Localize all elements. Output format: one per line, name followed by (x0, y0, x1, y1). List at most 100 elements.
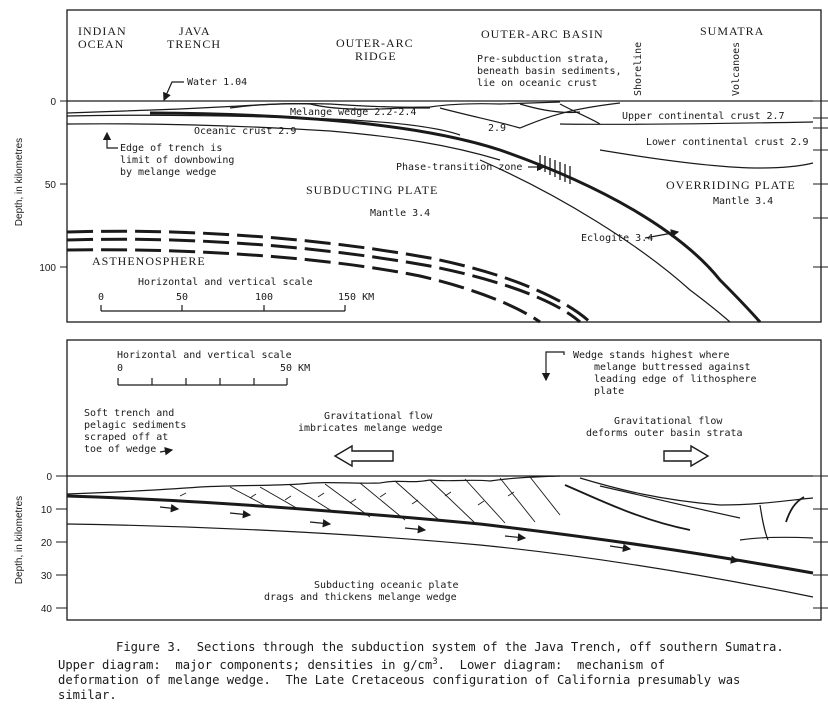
basin-fault (785, 496, 805, 523)
grav-right-note-1: Gravitational flow (614, 416, 723, 427)
melange-top (229, 103, 430, 110)
oceanic-crust-label: Oceanic crust 2.9 (194, 126, 296, 137)
wedge-note-4: plate (594, 386, 624, 397)
lower-continental-label: Lower continental crust 2.9 (646, 137, 809, 148)
lower-diagram: Horizontal and vertical scale 0 50 KM So… (14, 339, 828, 621)
subducting-note-1: Subducting oceanic plate (314, 580, 459, 591)
wedge-hatching (229, 476, 561, 524)
basin-strata-3 (559, 103, 601, 125)
caption-line-3: deformation of melange wedge. The Late C… (58, 673, 741, 688)
overriding-plate-label: OVERRIDING PLATE (666, 178, 796, 192)
mantle-right-label: Mantle 3.4 (713, 196, 773, 207)
basin-stratum-1 (564, 484, 691, 531)
pre-subduction-note-3: lie on oceanic crust (477, 78, 597, 89)
pre-subduction-note-1: Pre-subduction strata, (477, 54, 609, 65)
upper-diagram: 0 50 100 Depth, in kilometres INDIAN OCE… (14, 9, 828, 324)
edge-trench-note-2: limit of downbowing (120, 155, 234, 166)
grav-right-arrow (663, 444, 710, 468)
decollement (66, 494, 814, 575)
upper-scale-tick-50: 50 (176, 292, 188, 303)
wedge-note-2: melange buttressed against (594, 362, 751, 373)
java-trench-label-1: JAVA (179, 24, 211, 38)
upper-scale-title: Horizontal and vertical scale (138, 277, 313, 288)
melange-label: Melange wedge 2.2-2.4 (290, 107, 416, 118)
water-leader (163, 81, 184, 102)
basin-stratum-2 (579, 477, 814, 506)
grav-left-note-1: Gravitational flow (324, 411, 433, 422)
lower-depth-tick-40: 40 (41, 604, 53, 615)
lower-scale-title: Horizontal and vertical scale (117, 350, 292, 361)
asthenosphere-boundary (66, 229, 592, 324)
upper-scale-tick-100: 100 (255, 292, 273, 303)
eclogite-leader (644, 229, 680, 239)
soft-trench-note-4: toe of wedge (84, 444, 156, 455)
soft-trench-note-2: pelagic sediments (84, 420, 186, 431)
soft-trench-note-3: scraped off at (84, 432, 168, 443)
upper-depth-axis-label: Depth, in kilometres (14, 138, 25, 226)
lower-depth-axis-label: Depth, in kilometres (14, 496, 25, 584)
lower-scale-bar (117, 378, 288, 386)
edge-trench-note-3: by melange wedge (120, 167, 216, 178)
caption-line-2a: Upper diagram: major components; densiti… (58, 658, 433, 673)
subducting-plate-label: SUBDUCTING PLATE (306, 183, 438, 197)
figure-caption: Figure 3. Sections through the subductio… (58, 640, 808, 703)
shear-arrows (159, 504, 740, 564)
outer-arc-basin-label: OUTER-ARC BASIN (481, 27, 604, 41)
melange-dashes (179, 491, 515, 506)
caption-line-1: Figure 3. Sections through the subductio… (116, 640, 784, 654)
lower-scale-zero: 0 (117, 363, 123, 374)
basin-stratum-4 (739, 536, 814, 541)
water-label: Water 1.04 (187, 77, 247, 88)
edge-trench-leader (102, 131, 118, 149)
upper-frame (66, 9, 822, 323)
lower-depth-tick-30: 30 (41, 571, 53, 582)
subduction-boundary (149, 111, 762, 323)
soft-trench-leader (159, 447, 174, 456)
lower-scale-km: 50 KM (280, 363, 310, 374)
caption-line-2: Upper diagram: major components; densiti… (58, 655, 808, 673)
lower-depth-tick-10: 10 (41, 505, 53, 516)
upper-depth-axis: 0 50 100 Depth, in kilometres (14, 97, 828, 274)
upper-depth-tick-100: 100 (39, 263, 56, 274)
upper-scale-km: 150 KM (338, 292, 374, 303)
upper-scale-tick-0: 0 (98, 292, 104, 303)
grav-right-note-2: deforms outer basin strata (586, 428, 743, 439)
lower-depth-tick-0: 0 (46, 472, 52, 483)
lower-depth-axis: 0 10 20 30 40 Depth, in kilometres (14, 472, 828, 615)
wedge-top-surface (66, 475, 561, 495)
phase-transition-label: Phase-transition zone (396, 162, 522, 173)
slab-lower-boundary (479, 159, 731, 323)
basin-strata-1 (439, 102, 621, 129)
crust-bottom (66, 123, 501, 161)
basin-strata-2 (519, 103, 581, 114)
upper-depth-tick-50: 50 (45, 180, 57, 191)
upper-crust-base (559, 121, 814, 125)
wedge-leader (541, 351, 565, 382)
upper-scale-bar (100, 305, 346, 312)
java-trench-label-2: TRENCH (167, 37, 221, 51)
mantle-left-label: Mantle 3.4 (370, 208, 430, 219)
lower-frame (66, 339, 822, 621)
outer-arc-ridge-label-2: RIDGE (355, 49, 397, 63)
edge-trench-note-1: Edge of trench is (120, 143, 222, 154)
lower-crust-base (599, 149, 814, 169)
soft-trench-note-1: Soft trench and (84, 408, 174, 419)
upper-right-ticks (60, 100, 828, 268)
caption-superscript: 3 (432, 657, 438, 667)
eclogite-label: Eclogite 3.4 (581, 233, 653, 244)
grav-left-arrow (333, 444, 394, 468)
lower-depth-tick-20: 20 (41, 538, 53, 549)
caption-line-4: similar. (58, 688, 117, 703)
subducting-note-2: drags and thickens melange wedge (264, 592, 457, 603)
lower-axis-ticks (56, 475, 828, 609)
outer-arc-ridge-label-1: OUTER-ARC (336, 36, 414, 50)
upper-depth-tick-0: 0 (50, 97, 56, 108)
grav-left-note-2: imbricates melange wedge (298, 423, 443, 434)
caption-line-2b: . Lower diagram: mechanism of (437, 658, 666, 673)
basin-vertical (759, 504, 769, 541)
volcanoes-label: Volcanoes (731, 42, 742, 96)
phase-transition-hatch (539, 155, 571, 184)
shoreline-label: Shoreline (633, 42, 644, 96)
oceanic-plate-base (66, 523, 814, 598)
wedge-note-1: Wedge stands highest where (573, 350, 730, 361)
